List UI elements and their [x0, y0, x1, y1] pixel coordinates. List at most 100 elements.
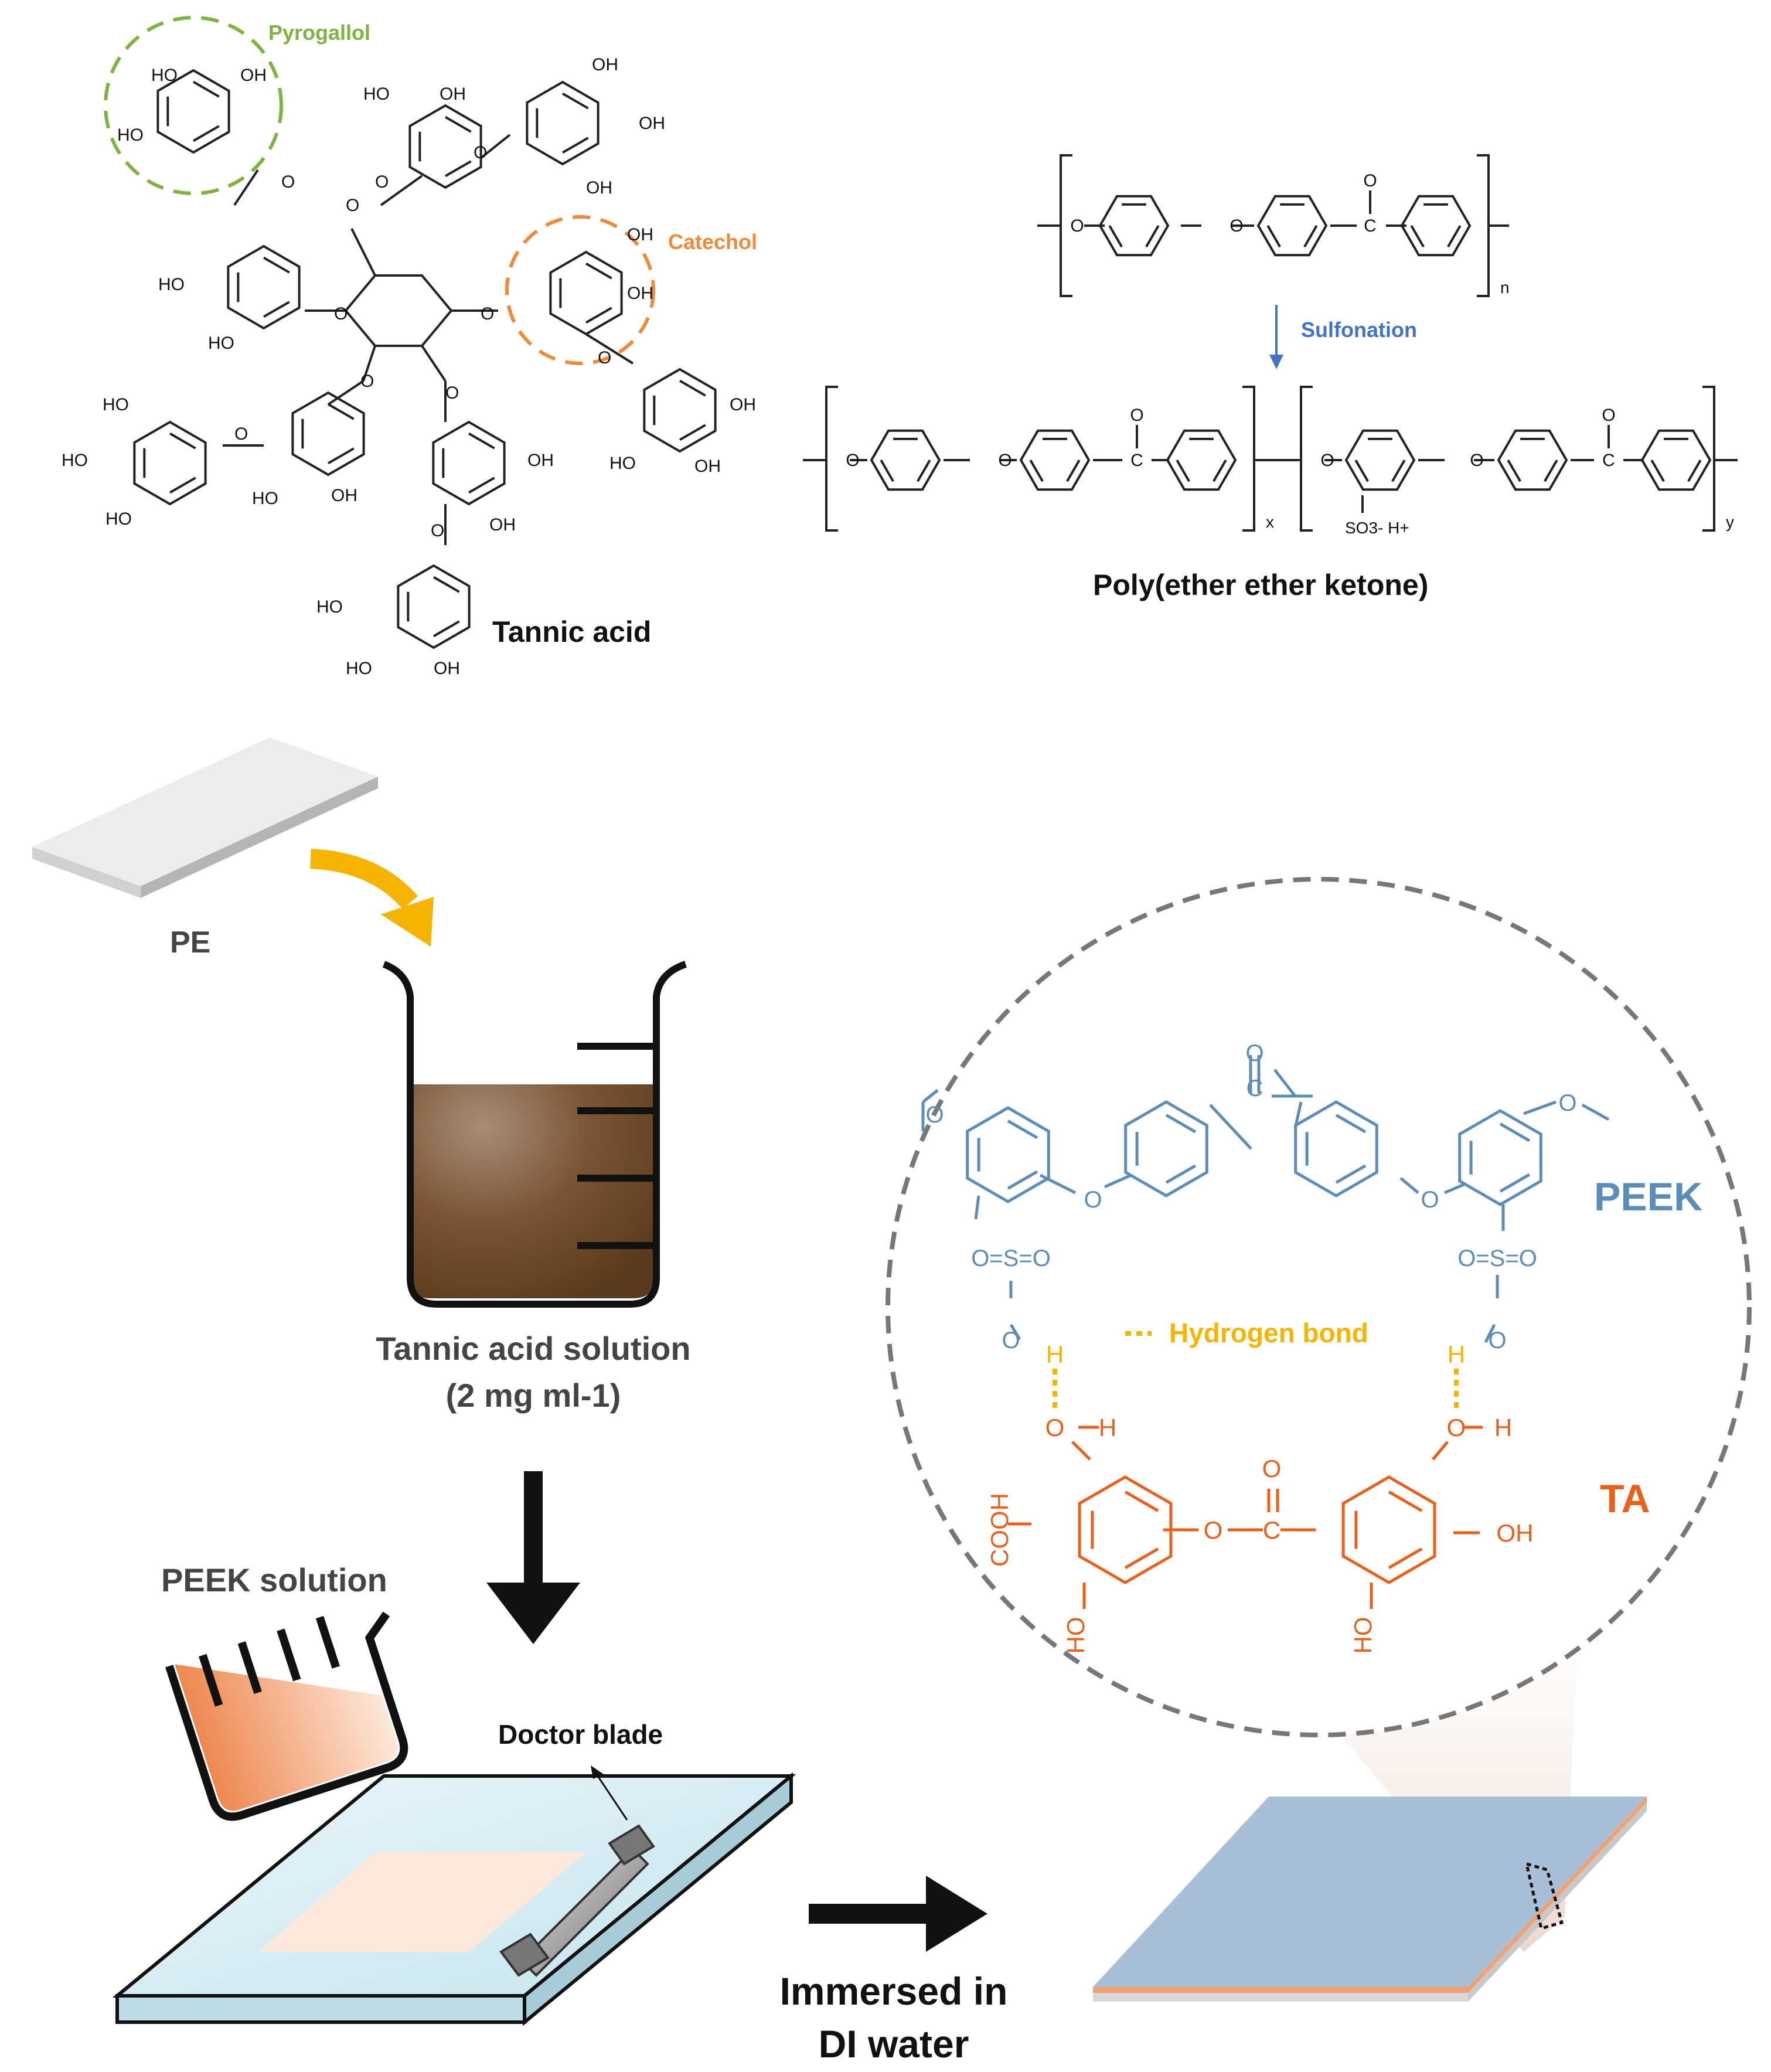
zoom-peek-oxygen-6: O [1002, 1328, 1020, 1353]
peek-ether-oxygen-5: O [1320, 451, 1334, 470]
pouring-cup [165, 1611, 408, 1821]
ta-zoom-label: TA [1600, 1476, 1650, 1521]
peek-ether-oxygen-2: O [1230, 216, 1243, 236]
zoom-ta-hydrogen-1: H [1099, 1414, 1116, 1441]
catechol-highlight [505, 215, 655, 365]
ta-hydroxyl-6: OH [592, 55, 618, 74]
immersion-arrow [809, 1876, 987, 1952]
doctor-blade [499, 1824, 655, 1977]
peek-ring-8 [1497, 429, 1568, 491]
galloyl-ring-6 [643, 368, 717, 453]
glucose-core-ring [344, 274, 453, 347]
zoom-sulfonyl-1: O=S=O [971, 1246, 1051, 1271]
ta-oxygen-3: O [334, 304, 348, 324]
peek-ether-oxygen-4: O [998, 451, 1011, 470]
galloyl-ring-4 [227, 244, 301, 330]
galloyl-ring-3 [526, 80, 600, 166]
ta-hydroxyl-16: HO [103, 395, 129, 414]
ta-hydroxyl-14: HO [609, 454, 636, 473]
zoom-donor-hydrogen-2: H [1448, 1340, 1465, 1368]
subscript-n: n [1500, 278, 1510, 297]
hydrogen-bond-dashes [1053, 1331, 1459, 1413]
zoom-ta-molecule [1008, 1425, 1483, 1609]
peek-ether-oxygen-1: O [1070, 216, 1084, 236]
zoom-ta-carboxyl: COOH [986, 1493, 1013, 1567]
zoom-sulfonyl-2: O=S=O [1457, 1246, 1537, 1271]
ta-hydroxyl-4: HO [363, 84, 390, 104]
ta-oxygen-1: O [281, 172, 295, 192]
immersion-label-line2: DI water [819, 2022, 969, 2066]
galloyl-ring-2 [408, 104, 482, 189]
zoom-ta-carbonyl-carbon: C [1263, 1516, 1280, 1544]
ta-hydroxyl-15: OH [694, 457, 721, 476]
galloyl-ring-9 [432, 420, 506, 506]
sulfonation-label: Sulfonation [1301, 318, 1417, 342]
beaker-graduations [577, 1043, 656, 1249]
pe-label: PE [170, 926, 210, 960]
peek-ether-oxygen-6: O [1470, 451, 1483, 470]
peek-bottom-brackets [803, 386, 1738, 532]
ta-hydroxyl-18: HO [105, 509, 132, 529]
tannic-acid-title: Tannic acid [492, 615, 651, 648]
immersion-label-line1: Immersed in [780, 1969, 1008, 2013]
ta-hydroxyl-8: OH [586, 178, 612, 198]
peek-ether-oxygen-3: O [846, 451, 859, 470]
ta-oxygen-2: O [346, 196, 359, 215]
zoom-peek-ring-2 [1124, 1100, 1208, 1197]
peek-ketone-oxygen-3: O [1602, 406, 1615, 425]
zoom-ta-oxygen-1: O [1045, 1414, 1065, 1441]
zoom-ta-hydroxyl-bottom-left: HO [1062, 1617, 1089, 1654]
ta-oxygen-8: O [431, 521, 444, 540]
ta-hydroxyl-1: HO [151, 66, 178, 85]
ta-oxygen-11: O [598, 348, 611, 368]
peek-ring-4 [870, 429, 941, 491]
zoom-peek-bonds [921, 1055, 1610, 1343]
zoom-ta-hydroxyl-right: OH [1497, 1519, 1534, 1547]
peek-ketone-oxygen-2: O [1130, 406, 1143, 425]
ta-hydroxyl-9: HO [158, 275, 185, 294]
ta-hydroxyl-5: OH [440, 84, 466, 104]
tannic-acid-structure [133, 69, 717, 649]
zoom-ta-ring-2 [1341, 1475, 1436, 1584]
ta-hydroxyl-20: OH [331, 486, 357, 505]
ta-hydroxyl-23: HO [316, 597, 343, 617]
pyrogallol-label: Pyrogallol [268, 21, 370, 45]
ta-oxygen-10: O [474, 143, 487, 162]
ta-hydroxyl-11: OH [627, 225, 653, 244]
curved-yellow-arrow [310, 849, 434, 947]
ester-bonds [223, 134, 634, 545]
zoom-peek-oxygen-5: O [1245, 1040, 1263, 1066]
zoom-ta-oxygen-3: O [1204, 1516, 1223, 1544]
galloyl-ring-10 [397, 564, 471, 649]
zoom-donor-hydrogen-1: H [1046, 1340, 1064, 1368]
zoom-peek-ketone-carbon: C [1246, 1076, 1263, 1101]
zoom-ta-hydrogen-2: H [1494, 1414, 1512, 1441]
galloyl-ring-5 [549, 250, 623, 336]
ta-hydroxyl-13: OH [730, 395, 756, 414]
galloyl-ring-7 [291, 391, 365, 477]
peek-zoom-label: PEEK [1594, 1175, 1702, 1219]
process-down-arrow [486, 1471, 580, 1644]
ta-hydroxyl-24: HO [346, 659, 372, 678]
ta-hydroxyl-3: HO [117, 125, 144, 145]
ta-hydroxyl-12: OH [627, 284, 653, 303]
zoom-peek-oxygen-7: O [1488, 1328, 1506, 1353]
ta-hydroxyl-22: OH [489, 515, 516, 535]
cup-graduations [199, 1615, 340, 1707]
zoom-peek-chain [921, 1055, 1610, 1343]
cast-film [258, 1852, 586, 1952]
peek-ring-6 [1166, 429, 1237, 491]
zoom-ta-carbonyl-oxygen: O [1262, 1455, 1282, 1482]
zoom-peek-oxygen-3: O [1421, 1187, 1439, 1213]
ta-oxygen-6: O [360, 372, 374, 391]
peek-benzene-rings [870, 195, 1712, 491]
zoom-peek-ring-1 [966, 1106, 1050, 1203]
peek-ketone-oxygen-1: O [1363, 171, 1377, 190]
peek-ketone-carbon-3: C [1602, 451, 1615, 470]
ta-hydroxyl-21: OH [527, 451, 554, 470]
peek-ring-9 [1640, 429, 1712, 491]
ta-oxygen-9: O [375, 172, 389, 192]
galloyl-ring-8 [133, 420, 207, 506]
